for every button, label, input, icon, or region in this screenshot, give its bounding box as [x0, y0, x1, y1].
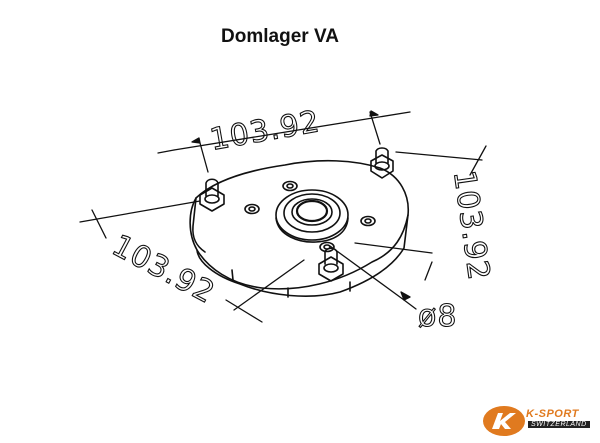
logo-brand: K-SPORT [526, 408, 579, 420]
hole-left [244, 203, 260, 215]
dimension-left-label: 103.92 [106, 228, 220, 311]
hole-top [282, 180, 298, 192]
plate-outline [189, 159, 409, 290]
logo-tagline: SWITZERLAND [528, 421, 590, 428]
dimension-right-label: 103.92 [446, 168, 496, 283]
page-title: Domlager VA [221, 26, 339, 47]
dimension-top-label: 103.92 [207, 104, 322, 158]
hole-diameter-label: ø8 [418, 299, 457, 334]
plate-edge [196, 214, 409, 297]
k-sport-logo-icon [483, 406, 525, 436]
bearing-outer [275, 189, 349, 241]
k-sport-logo: K-SPORT SWITZERLAND [482, 402, 594, 440]
hole-front [319, 241, 335, 253]
stud-left [199, 178, 225, 212]
stud-top-right [370, 147, 394, 179]
hole-right [360, 215, 376, 227]
stud-front [318, 247, 344, 282]
